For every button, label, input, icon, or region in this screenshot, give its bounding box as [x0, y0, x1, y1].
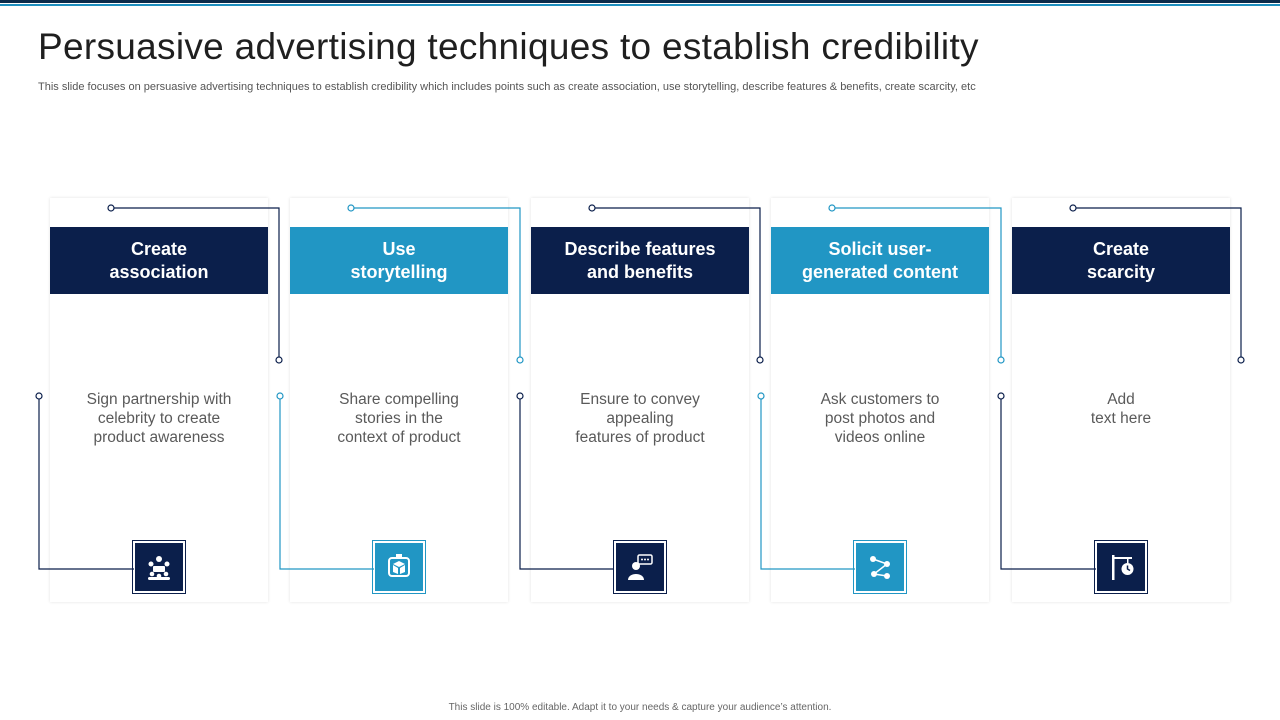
people-meeting-icon: [132, 540, 186, 594]
card-header: Solicit user- generated content: [771, 227, 989, 294]
card-body-text: Ask customers to post photos and videos …: [820, 391, 940, 446]
card-body-text: Sign partnership with celebrity to creat…: [86, 391, 232, 446]
card-body-text: Share compelling stories in the context …: [337, 391, 461, 446]
card-use-storytelling: Use storytelling Share compelling storie…: [290, 198, 508, 602]
slide-title: Persuasive advertising techniques to est…: [38, 26, 979, 67]
top-accent-bar: [0, 0, 1280, 3]
card-header: Describe features and benefits: [531, 227, 749, 294]
card-header: Use storytelling: [290, 227, 508, 294]
card-body-text: Ensure to convey appealing features of p…: [575, 391, 705, 446]
card-header: Create scarcity: [1012, 227, 1230, 294]
top-accent-line: [0, 4, 1280, 6]
card-describe-features: Describe features and benefits Ensure to…: [531, 198, 749, 602]
card-create-scarcity: Create scarcity Add text here: [1012, 198, 1230, 602]
card-header: Create association: [50, 227, 268, 294]
slide-footer: This slide is 100% editable. Adapt it to…: [448, 702, 832, 713]
presenter-icon: [613, 540, 667, 594]
card-body-text: Add text here: [1090, 391, 1152, 427]
card-solicit-ugc: Solicit user- generated content Ask cust…: [771, 198, 989, 602]
network-nodes-icon: [853, 540, 907, 594]
story-box-icon: [372, 540, 426, 594]
slide-subtitle: This slide focuses on persuasive adverti…: [38, 81, 976, 93]
clock-sign-icon: [1094, 540, 1148, 594]
card-create-association: Create association Sign partnership with…: [50, 198, 268, 602]
